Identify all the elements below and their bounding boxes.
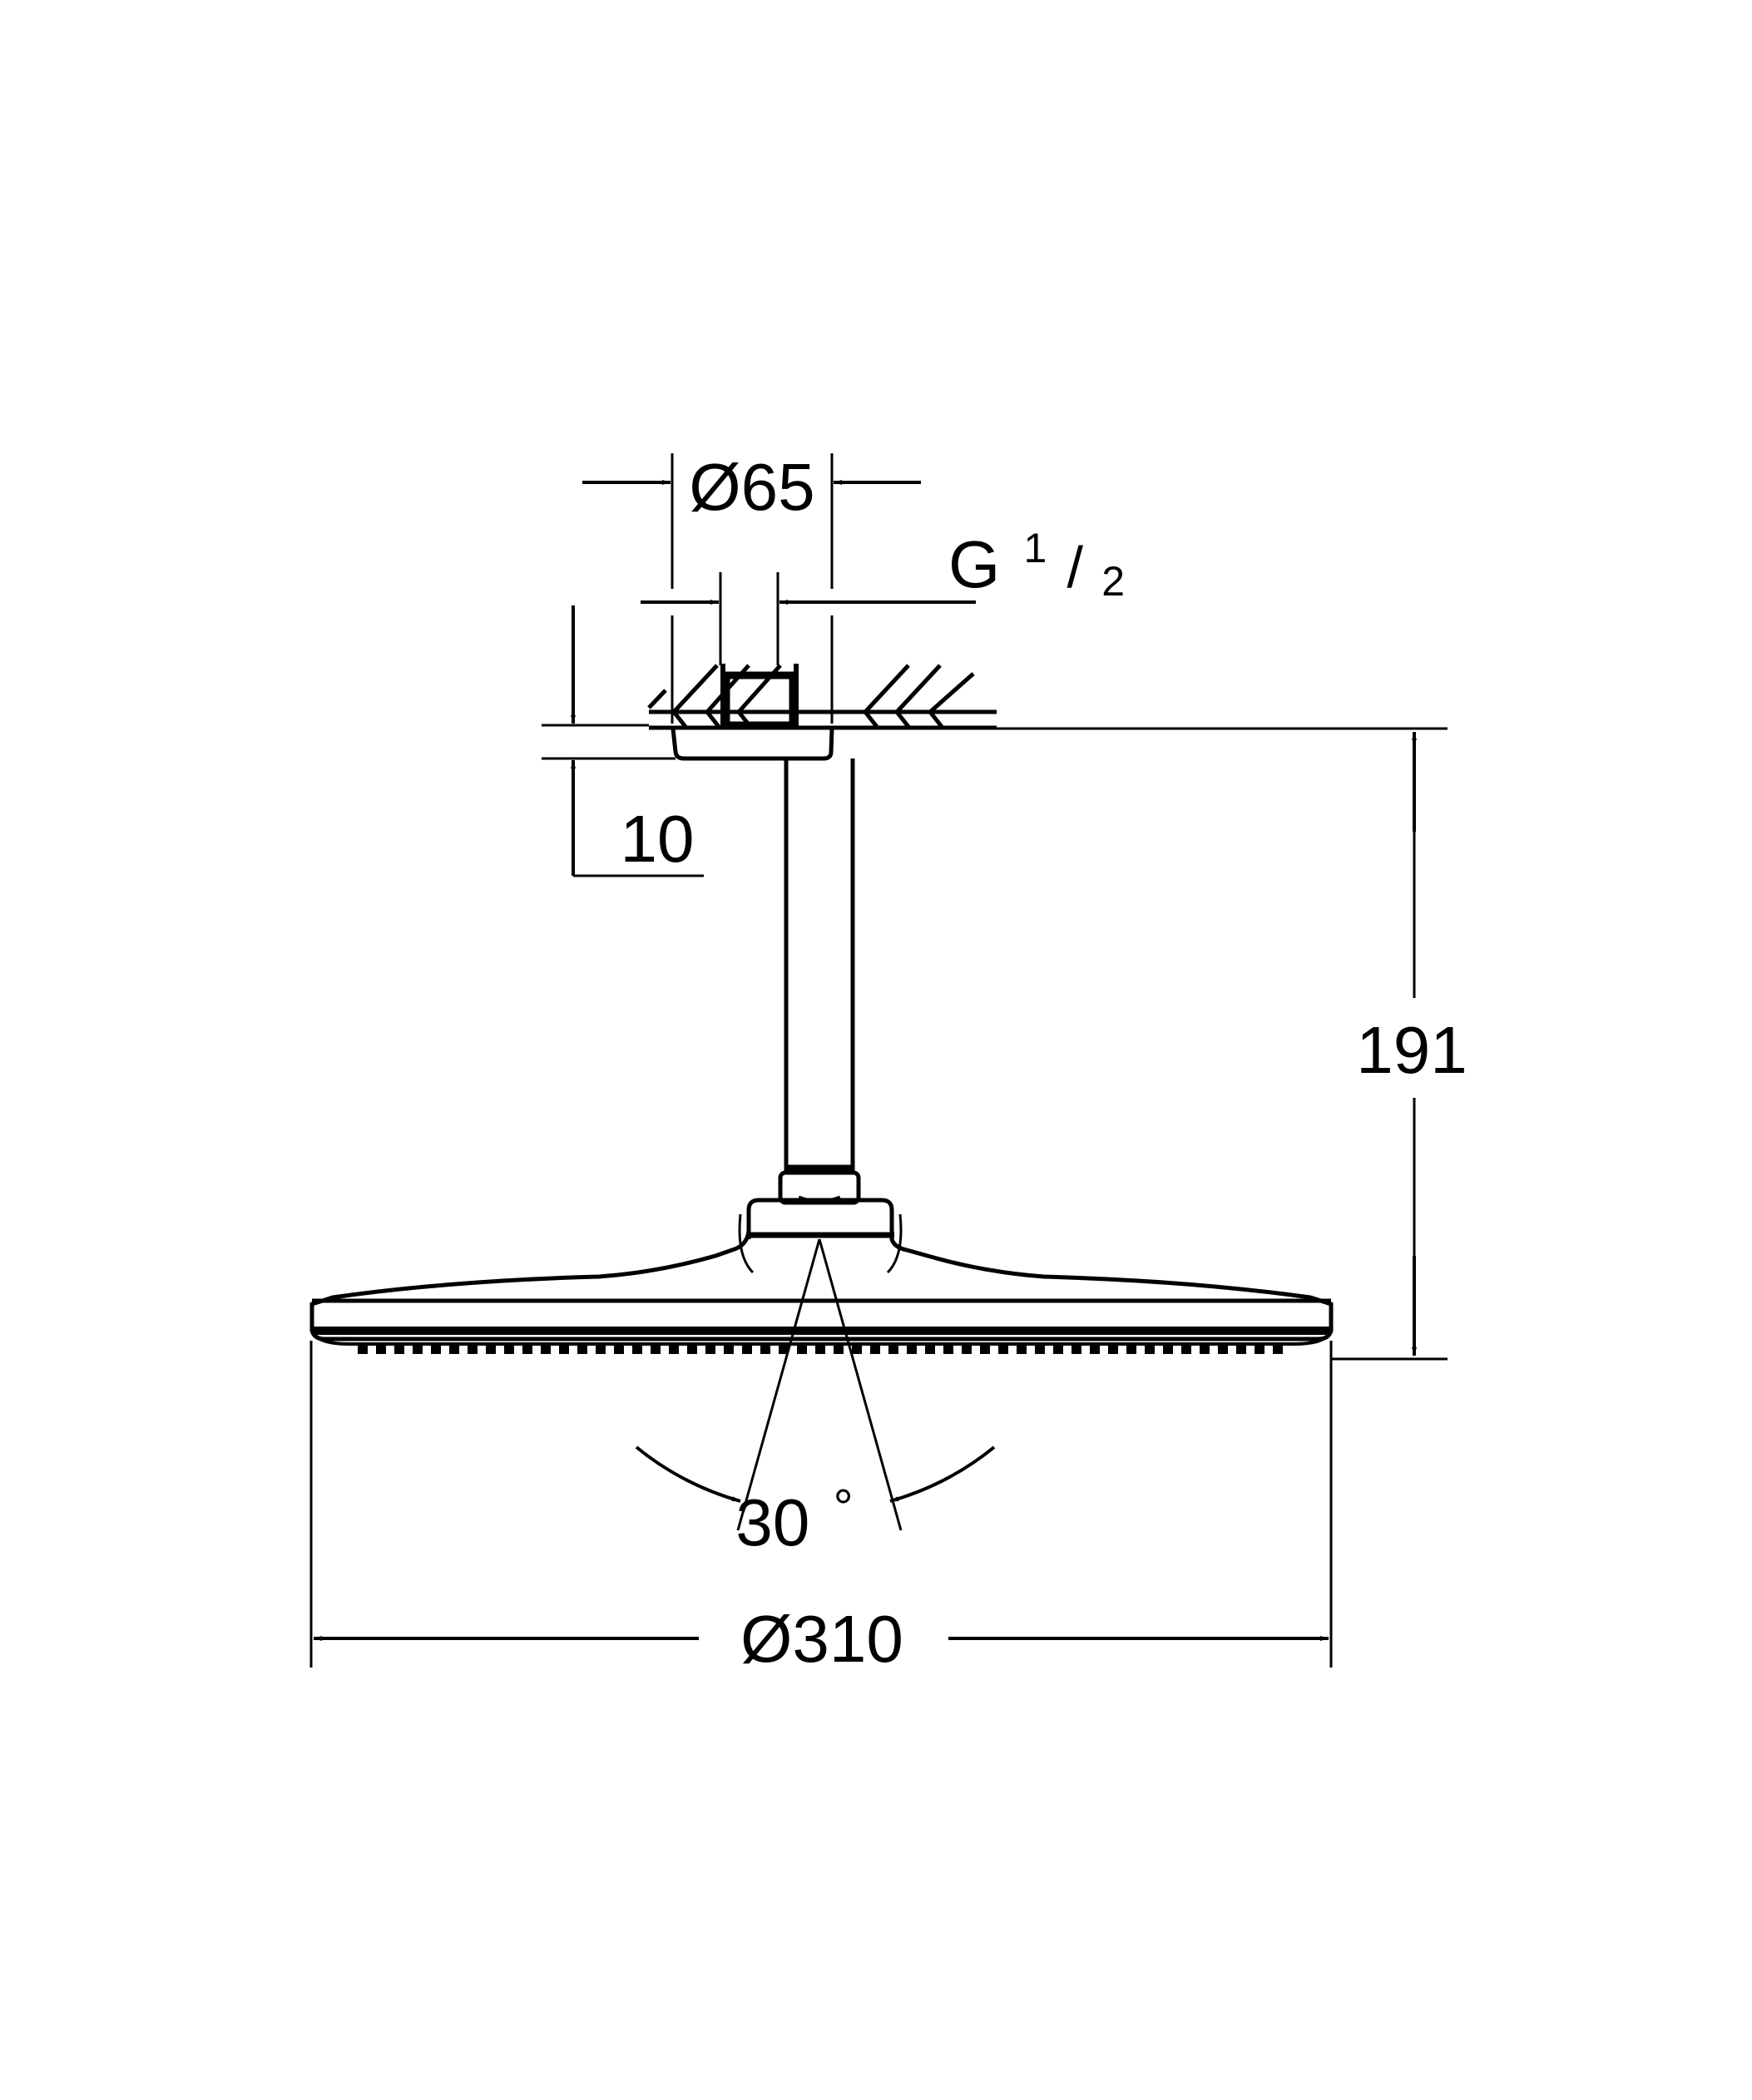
flange-thickness-label: 10 (621, 802, 695, 876)
dimension-labels: Ø65 G 1 / 2 10 191 30 ° Ø310 (621, 450, 1467, 1676)
pipe-thread-insert (720, 664, 799, 729)
spray-angle-label: 30 ° (735, 1480, 853, 1559)
shower-arm (778, 758, 861, 1205)
ceiling-hatch (647, 664, 997, 730)
flange-diameter-label: Ø65 (689, 450, 814, 524)
dimension-lines (309, 453, 1448, 1668)
total-height-label: 191 (1356, 1013, 1467, 1087)
spray-angle-lines (635, 1238, 996, 1531)
shower-head (309, 1198, 1334, 1354)
ceiling-flange (671, 728, 834, 761)
head-diameter-label: Ø310 (740, 1602, 903, 1676)
thread-label: G 1 / 2 (948, 502, 1125, 605)
